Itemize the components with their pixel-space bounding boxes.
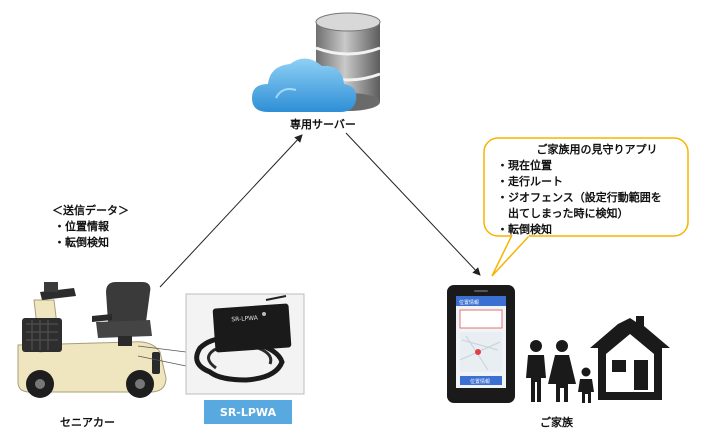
arrow-scooter-to-server: [159, 134, 303, 288]
scooter-icon: [17, 282, 167, 398]
transmit-data-title: ＜送信データ＞: [52, 204, 129, 217]
app-feature-item: ・ジオフェンス（設定行動範囲を: [497, 191, 662, 204]
scooter-label: セニアカー: [60, 416, 115, 429]
app-title: ご家族用の見守りアプリ: [536, 143, 658, 156]
app-feature-item: ・転倒検知: [497, 223, 552, 236]
smartphone-icon: 位置情報 位置情報: [447, 285, 515, 403]
device-icon: SR-LPWA: [185, 293, 305, 395]
cloud-icon: [252, 58, 357, 112]
callout-bubble: [483, 137, 689, 277]
family-icon: [526, 340, 594, 403]
server-label: 専用サーバー: [290, 118, 356, 131]
phone-header-text: 位置情報: [459, 299, 479, 306]
device-photo-text: SR-LPWA: [231, 315, 259, 324]
app-feature-item: 出てしまった時に検知）: [497, 207, 629, 220]
transmit-data-item: ・位置情報: [54, 220, 109, 233]
connector-line-top: [137, 345, 187, 353]
connector-line-bottom: [137, 355, 187, 367]
app-feature-list: ご家族用の見守りアプリ ・現在位置 ・走行ルート ・ジオフェンス（設定行動範囲を…: [497, 142, 687, 238]
app-feature-item: ・現在位置: [497, 159, 552, 172]
app-feature-item: ・走行ルート: [497, 175, 563, 188]
phone-button-text: 位置情報: [470, 378, 490, 385]
family-label: ご家族: [540, 416, 573, 429]
transmit-data-list: ＜送信データ＞ ・位置情報 ・転倒検知: [52, 203, 129, 251]
arrow-server-to-phone: [345, 132, 481, 276]
house-icon: [590, 316, 670, 400]
sr-lpwa-badge: SR-LPWA: [204, 400, 292, 424]
transmit-data-item: ・転倒検知: [54, 236, 109, 249]
